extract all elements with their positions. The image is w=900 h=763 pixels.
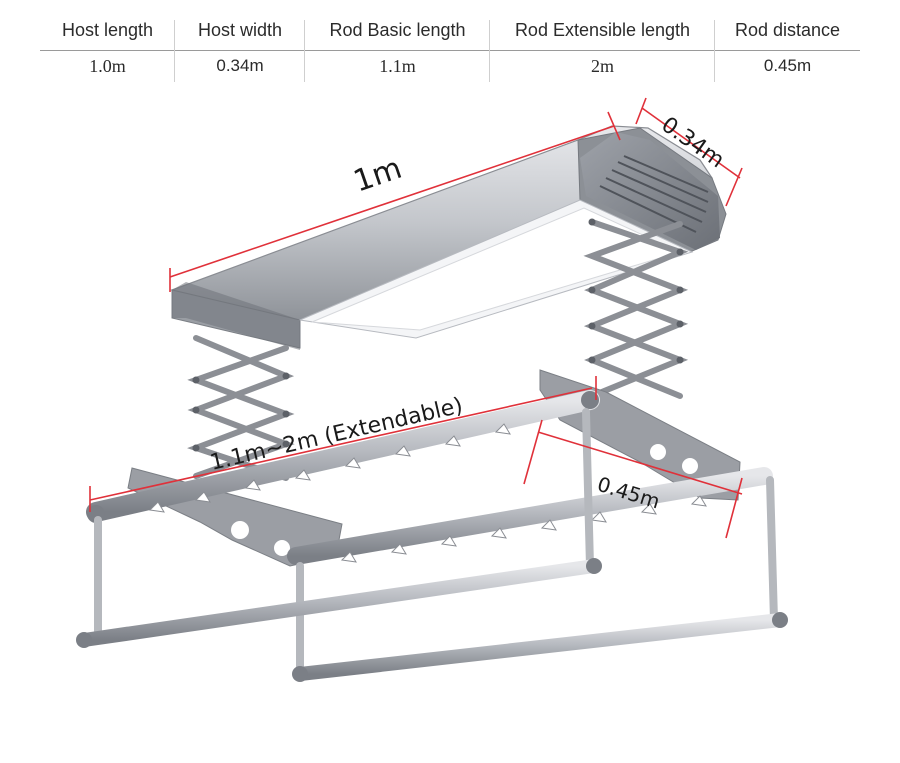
dimension-lines bbox=[89, 97, 743, 539]
column-divider bbox=[714, 20, 715, 82]
value-rod-distance: 0.45m bbox=[763, 56, 812, 75]
spec-value-row: 1.0m 0.34m 1.1m 2m 0.45m bbox=[40, 50, 860, 82]
value-host-length: 1.0m bbox=[89, 55, 126, 76]
value-rod-extensible-length: 2m bbox=[590, 55, 614, 76]
value-host-width: 0.34m bbox=[216, 56, 264, 75]
label-host-length: 1m bbox=[349, 151, 406, 200]
host-unit bbox=[169, 125, 727, 350]
spec-header-row: Host length Host width Rod Basic length … bbox=[40, 10, 860, 51]
column-divider bbox=[304, 20, 305, 82]
vertical-posts bbox=[94, 408, 778, 678]
scissor-pivots bbox=[192, 218, 684, 452]
hanger-rod-back bbox=[287, 467, 773, 565]
header-rod-distance: Rod distance bbox=[734, 19, 841, 40]
header-host-width: Host width bbox=[197, 19, 283, 40]
header-host-length: Host length bbox=[61, 19, 154, 40]
spec-table: Host length Host width Rod Basic length … bbox=[40, 10, 860, 82]
lower-bar-front bbox=[76, 558, 602, 648]
header-rod-basic-length: Rod Basic length bbox=[329, 19, 466, 40]
drying-rack-illustration: 1m 0.34m 1.1m~2m (Extendable) 0.45m bbox=[76, 97, 788, 682]
value-rod-basic-length: 1.1m bbox=[379, 55, 416, 76]
column-divider bbox=[489, 20, 490, 82]
lower-bar-back bbox=[292, 612, 788, 682]
column-divider bbox=[174, 20, 175, 82]
header-rod-extensible-length: Rod Extensible length bbox=[514, 19, 691, 40]
hanger-rod-front bbox=[86, 390, 600, 523]
scissor-arm-right bbox=[583, 219, 689, 399]
